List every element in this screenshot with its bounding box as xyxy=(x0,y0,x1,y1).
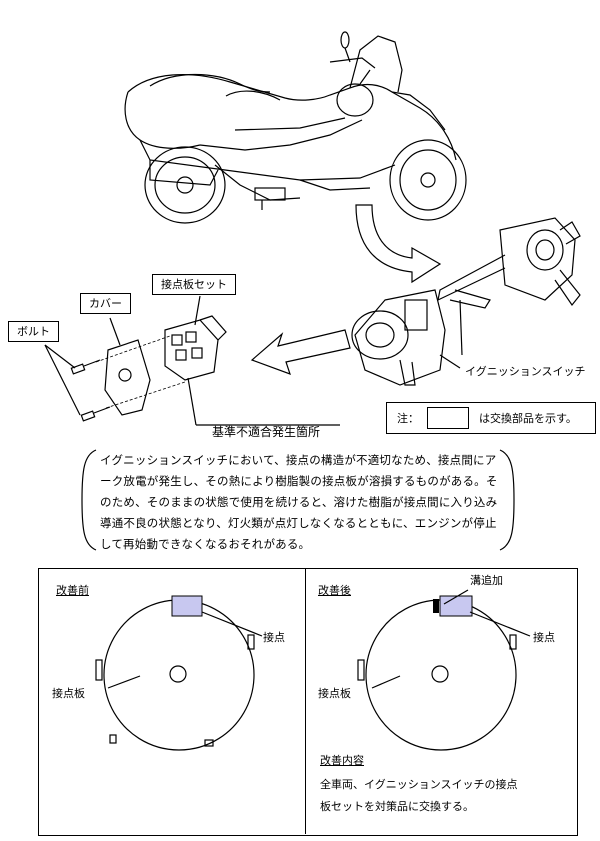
bolt-part xyxy=(70,359,111,422)
remedy-line: 板セットを対策品に交換する。 xyxy=(320,800,474,813)
legend-suffix: は交換部品を示す。 xyxy=(479,412,577,425)
description-text: イグニッションスイッチにおいて、接点の構造が不適切なため、接点間にア ーク放電が… xyxy=(100,450,500,555)
before-title: 改善前 xyxy=(56,584,89,597)
description-line: 導通不良の状態となり、灯火類が点灯しなくなるとともに、エンジンが停止 xyxy=(100,516,497,530)
comparison-panel xyxy=(38,568,578,836)
bolt-label: ボルト xyxy=(8,321,59,342)
remedy-text: 全車両、イグニッションスイッチの接点 板セットを対策品に交換する。 xyxy=(320,774,518,818)
description-line: のため、そのままの状態で使用を続けると、溶けた樹脂が接点間に入り込み xyxy=(100,495,498,509)
cover-label: カバー xyxy=(80,293,131,314)
legend-box: 注： は交換部品を示す。 xyxy=(386,402,596,434)
legend-prefix: 注： xyxy=(397,412,419,425)
remedy-title: 改善内容 xyxy=(320,754,364,767)
cover-part xyxy=(104,339,151,416)
before-plate-label: 接点板 xyxy=(52,687,85,700)
before-contact-label: 接点 xyxy=(263,631,285,644)
defect-location-label: 基準不適合発生箇所 xyxy=(212,425,321,439)
description-line: ーク放電が発生し、その熱により樹脂製の接点板が溶損するものがある。そ xyxy=(100,474,498,488)
description-line: して再始動できなくなるおそれがある。 xyxy=(100,537,311,551)
after-contact-label: 接点 xyxy=(533,631,555,644)
panel-divider xyxy=(305,568,306,834)
description-line: イグニッションスイッチにおいて、接点の構造が不適切なため、接点間にア xyxy=(100,453,497,467)
remedy-line: 全車両、イグニッションスイッチの接点 xyxy=(320,778,518,791)
after-plate-label: 接点板 xyxy=(318,687,351,700)
ignition-switch-label: イグニッションスイッチ xyxy=(465,365,586,378)
legend-swatch xyxy=(427,407,469,429)
after-groove-label: 溝追加 xyxy=(470,574,503,587)
contact-set-label: 接点板セット xyxy=(152,274,236,295)
after-title: 改善後 xyxy=(318,584,351,597)
